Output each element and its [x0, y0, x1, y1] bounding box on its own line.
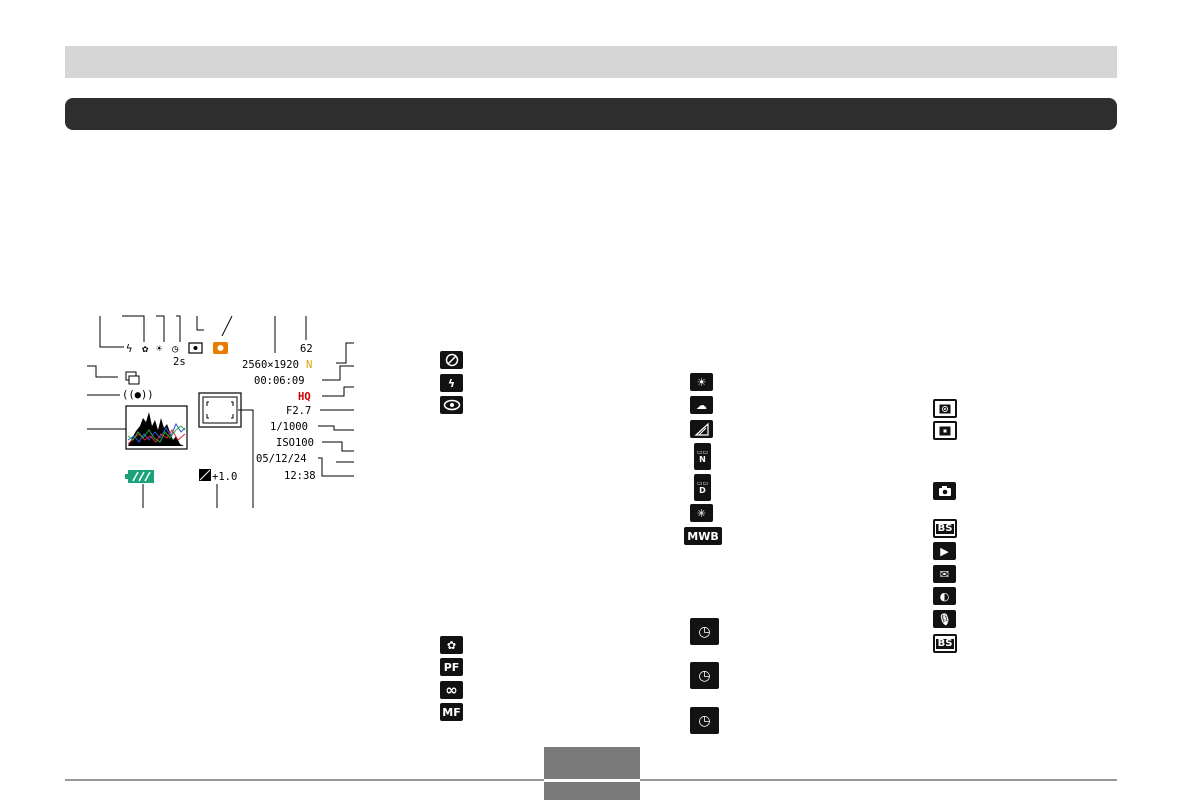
page-number-box — [544, 747, 640, 800]
voice-icon: 🎙 — [933, 610, 956, 628]
flash-indicator-icon: ϟ — [126, 343, 132, 355]
focus-frame-box — [198, 392, 242, 428]
multi-metering-icon — [933, 399, 957, 418]
anti-shake-icon: ((●)) — [122, 389, 154, 401]
flash-on-icon: ϟ — [440, 374, 463, 392]
time-value: 12:38 — [284, 470, 316, 482]
white-balance-indicator-icon: ☀ — [156, 343, 163, 355]
movie-quality: HQ — [298, 391, 311, 403]
self-timer-icon: ◷ — [690, 662, 719, 689]
best-shot-icon: BS — [933, 519, 957, 538]
macro-indicator-icon: ✿ — [142, 343, 149, 355]
ev-shift-value: +1.0 — [212, 471, 237, 483]
aperture-value: F2.7 — [286, 405, 311, 417]
metering-indicator-icon — [188, 342, 203, 354]
date-value: 05/12/24 — [256, 453, 307, 465]
iso-value: ISO100 — [276, 437, 314, 449]
section-title-bar — [65, 98, 1117, 130]
focus-frame — [202, 396, 238, 424]
fluorescent-d-icon: ▭▭D — [694, 474, 711, 501]
fluorescent-n-icon: ▭▭N — [694, 443, 711, 470]
battery-indicator-icon — [125, 470, 154, 483]
manual-wb-icon: ✳ — [690, 504, 713, 522]
macro-icon: ✿ — [440, 636, 463, 654]
manual-focus-icon: MF — [440, 703, 463, 721]
snapshot-icon — [933, 482, 956, 500]
shade-icon: ☁ — [690, 396, 713, 414]
shots-remaining: 62 — [300, 343, 313, 355]
image-size: 2560×1920 — [242, 359, 299, 371]
top-header-bar — [65, 46, 1117, 78]
self-timer-icon: ◷ — [690, 707, 719, 734]
spot-metering-icon — [933, 421, 957, 440]
red-eye-icon — [440, 396, 463, 414]
callout-lines — [87, 315, 354, 508]
infinity-icon: ∞ — [440, 681, 463, 699]
daylight-icon: ☀ — [690, 373, 713, 391]
movie-recording-time: 00:06:09 — [254, 375, 305, 387]
self-timer-icon: ◷ — [690, 618, 719, 645]
histogram — [125, 405, 188, 450]
image-quality: N — [306, 359, 312, 371]
self-timer-seconds: 2s — [173, 356, 186, 368]
flash-off-icon — [440, 351, 463, 369]
self-timer-indicator-icon: ◷ — [172, 343, 179, 355]
pan-focus-icon: PF — [440, 658, 463, 676]
shutter-speed-value: 1/1000 — [270, 421, 308, 433]
movie-icon: ▶ — [933, 542, 956, 560]
best-shot-icon: BS — [933, 634, 957, 653]
short-movie-icon: ✉ — [933, 565, 956, 583]
mwb-icon: MWB — [684, 527, 722, 545]
tungsten-icon — [690, 420, 713, 438]
past-movie-icon: ◐ — [933, 587, 956, 605]
